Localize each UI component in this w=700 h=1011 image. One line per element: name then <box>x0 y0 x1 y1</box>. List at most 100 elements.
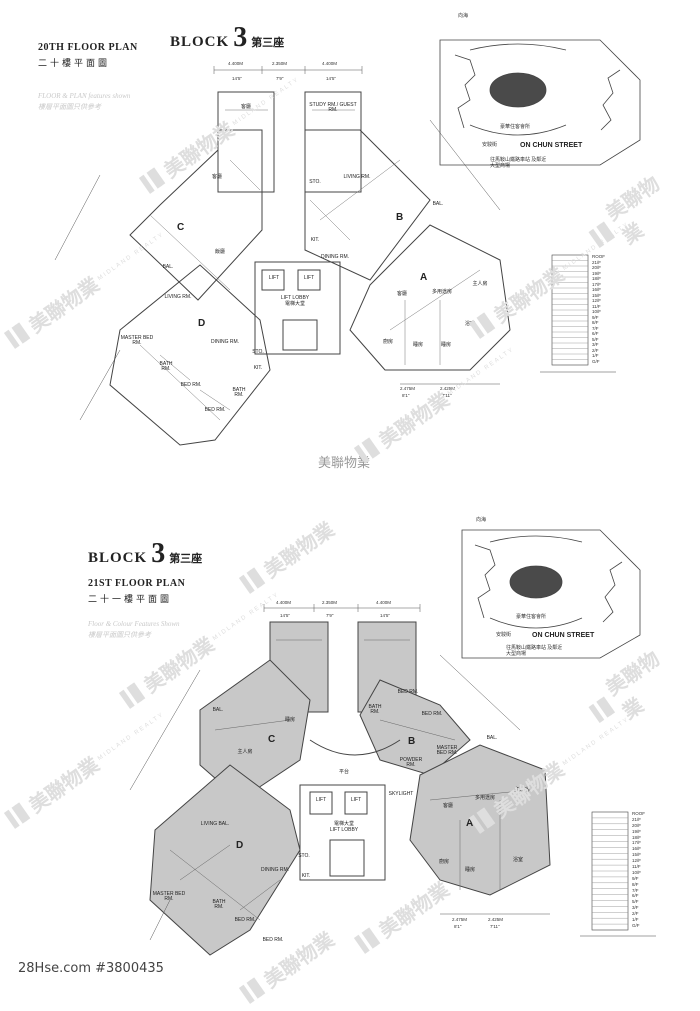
elevation-floor-label: 18/F <box>632 834 642 840</box>
block-zh: 第三座 <box>169 553 203 565</box>
floor-plan-21st: BLOCK 3 第三座 21ST FLOOR PLAN 二十一樓平面圖 Floo… <box>0 500 700 1000</box>
elevation-floor-label: 10/F <box>592 309 602 314</box>
room-c-bed: 睡房 <box>284 717 295 723</box>
room-kit-b: KIT. <box>310 237 320 243</box>
room-bal-b: BAL. <box>486 735 498 741</box>
room-a-bath: 浴室 <box>512 857 523 863</box>
elevation-floor-label: 11/F <box>632 864 641 870</box>
dim-bottom-2: 2.425M <box>440 386 456 391</box>
plan-note-zh: 樓層平面圖只供參考 <box>38 103 101 111</box>
elevation-floor-label: 3/F <box>632 905 639 911</box>
room-sto-d: STO. <box>298 853 310 859</box>
unit-label-b: B <box>408 736 416 747</box>
site-street-zh: 安駿街 <box>482 143 498 148</box>
elevation-floor-label: 7/F <box>592 325 599 331</box>
dim-top-ft-1: 14'5" <box>280 613 290 618</box>
site-street-en: ON CHUN STREET <box>520 142 583 149</box>
elevation-floor-label: 20/F <box>632 822 642 828</box>
room-lift-1: LIFT <box>268 275 280 281</box>
room-a-bath: 浴室 <box>464 321 475 327</box>
room-bed-d2: BED RM. <box>204 407 226 413</box>
plan-title-zh: 二十樓平面圖 <box>38 58 111 68</box>
room-lobby: LIFT LOBBY <box>280 295 310 301</box>
elevation-floor-label: 2/F <box>592 347 599 353</box>
elevation-floor-label: 12/F <box>592 298 602 303</box>
elevation-floor-label: G/F <box>592 358 600 364</box>
elevation-floor-label: 8/F <box>592 320 599 325</box>
room-skylight: SKYLIGHT <box>388 791 414 797</box>
midland-caption: 美聯物業 <box>318 456 371 471</box>
room-living-b: LIVING RM. <box>343 174 371 180</box>
plan-title-en: 21ST FLOOR PLAN <box>88 578 186 589</box>
site-street-zh: 安駿街 <box>496 633 512 638</box>
dim-bottom-ft-1: 8'1" <box>402 393 410 398</box>
elevation-floor-label: 7/F <box>632 887 639 893</box>
unit-label-c: C <box>177 222 185 233</box>
floor-plan-drawing <box>129 529 656 956</box>
room-sto-d: STO. <box>252 349 264 355</box>
elevation-floor-label: 2/F <box>632 911 639 917</box>
dim-top-3: 4.400M <box>322 61 338 66</box>
room-bath-d: BATH RM. <box>212 899 226 910</box>
unit-label-c: C <box>268 734 276 745</box>
room-a-master: 主人房 <box>472 281 488 287</box>
room-c-top: 客廳 <box>240 104 251 110</box>
dim-bottom-ft-1: 8'1" <box>454 924 462 929</box>
dim-top-ft-2: 7'9" <box>326 613 334 618</box>
elevation-floor-label: 18/F <box>592 276 602 281</box>
block-heading: BLOCK 3 第三座 <box>88 538 202 570</box>
dim-top-1: 4.400M <box>228 61 244 66</box>
room-c-master: 主人房 <box>237 749 253 755</box>
room-living-d: LIVING BAL. <box>200 821 230 827</box>
room-a-bed1: 睡房 <box>412 342 423 348</box>
elevation-floor-label: ROOF <box>632 811 645 816</box>
elevation-floor-label: 9/F <box>632 875 639 881</box>
elevation-floor-label: 16/F <box>592 287 602 292</box>
block-word: BLOCK <box>88 550 148 566</box>
elevation-floor-label: 19/F <box>632 828 642 834</box>
unit-label-d: D <box>198 318 206 329</box>
room-c-dining: 飯廳 <box>214 249 225 255</box>
room-a-kitchen: 廚房 <box>438 859 449 865</box>
elevation-floor-label: 17/F <box>632 840 642 846</box>
room-study: STUDY RM./ GUEST RM. <box>309 102 357 113</box>
site-note: 往馬鞍山鐵路車站 及鄰近大型商場 <box>490 158 547 169</box>
unit-label-a: A <box>466 818 474 829</box>
elevation-floor-label: 6/F <box>632 893 639 899</box>
room-powder: POWDER RM. <box>399 757 423 768</box>
elevation-floor-label: 20/F <box>592 265 602 270</box>
elevation-floor-label: 9/F <box>592 314 599 320</box>
watermark-logo: ▐▐▌ <box>234 976 268 1007</box>
room-kit-d: KIT. <box>301 873 311 879</box>
elevation-floor-label: 8/F <box>632 881 639 887</box>
elevation-floor-label: 15/F <box>632 852 642 858</box>
elevation-floor-label: 3/F <box>592 342 599 347</box>
room-terrace: 平台 <box>338 769 349 775</box>
dim-top-1: 4.400M <box>276 600 292 605</box>
room-bath-b: BATH RM. <box>368 704 382 715</box>
dim-bottom-ft-2: 7'11" <box>490 924 500 929</box>
elevation-floor-label: 11/F <box>592 303 601 309</box>
dim-top-ft-1: 14'5" <box>232 76 242 81</box>
room-bed-b2: BED RM. <box>421 711 443 717</box>
room-a-bed2: 睡房 <box>440 342 451 348</box>
room-sto-b: STO. <box>309 179 321 185</box>
site-note: 往馬鞍山鐵路車站 及鄰近大型商場 <box>506 646 563 657</box>
dim-top-ft-3: 14'5" <box>380 613 390 618</box>
dim-bottom-1: 2.475M <box>400 386 416 391</box>
floor-plan-20th: 20TH FLOOR PLAN 二十樓平面圖 FLOOR & PLAN feat… <box>0 0 700 500</box>
elevation-floor-label: 21/F <box>632 816 642 822</box>
elevation-floor-label: 17/F <box>592 281 602 287</box>
room-master-d: MASTER BED RM. <box>120 335 154 346</box>
dim-top-ft-3: 14'5" <box>326 76 336 81</box>
elevation-floor-label: 21/F <box>592 259 602 265</box>
room-lobby: LIFT LOBBY <box>329 827 359 833</box>
room-a-living: 客廳 <box>396 291 407 297</box>
listing-id: 28Hse.com #3800435 <box>18 961 164 976</box>
dim-top-2: 2.350M <box>272 61 288 66</box>
room-a-master: 主人房 <box>514 787 530 793</box>
plan-note-zh: 樓層平面圖只供參考 <box>88 631 151 639</box>
block-zh: 第三座 <box>251 37 285 49</box>
room-a-bed: 睡房 <box>464 867 475 873</box>
